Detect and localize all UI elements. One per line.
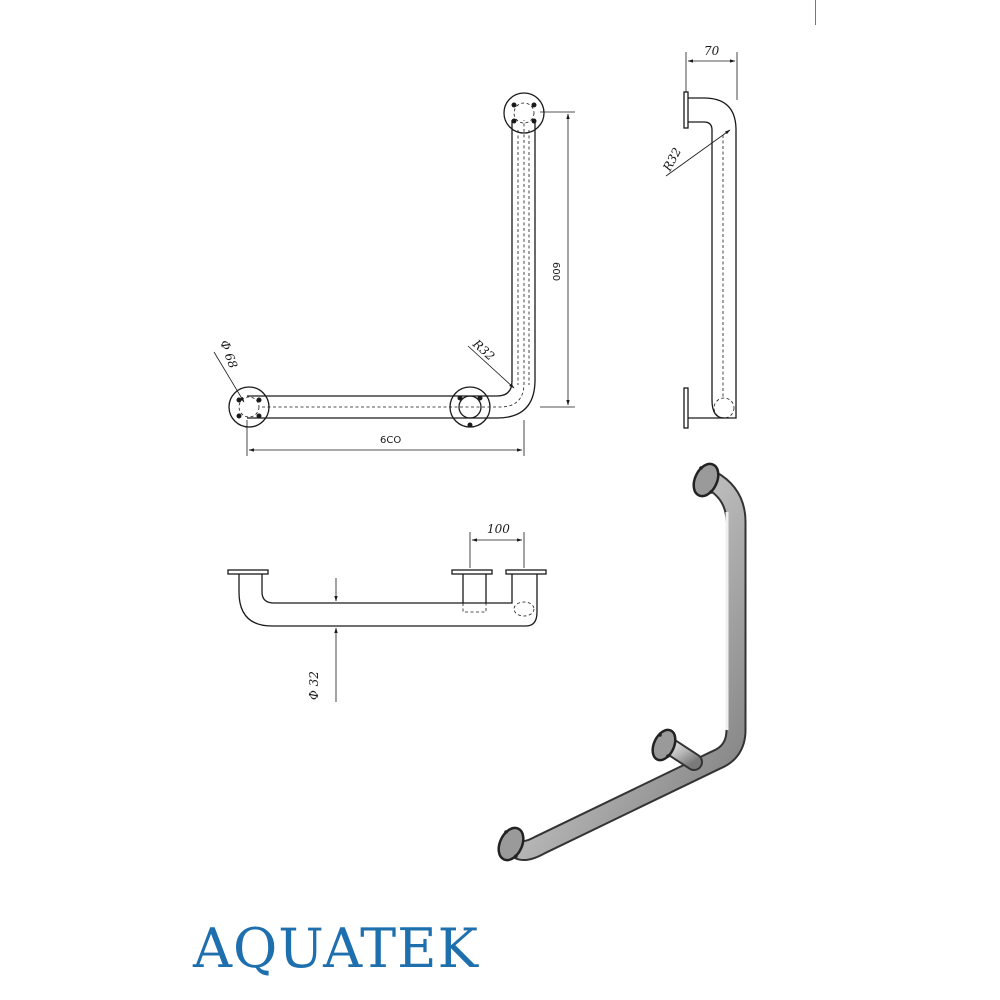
front-bend-radius-label: R32 bbox=[469, 336, 497, 363]
corner-mark bbox=[815, 0, 816, 25]
side-bend-radius-leader: R32 bbox=[660, 129, 731, 177]
front-flange-top bbox=[503, 92, 545, 134]
top-flange-right bbox=[505, 569, 547, 575]
front-height-dimension: 600 bbox=[540, 111, 575, 408]
front-height-label: 600 bbox=[550, 262, 561, 281]
front-flange-middle bbox=[449, 386, 491, 428]
front-view: 6CO 600 Φ 68 R32 bbox=[213, 92, 575, 456]
side-depth-dimension: 70 bbox=[685, 44, 738, 100]
side-tube bbox=[688, 97, 737, 419]
front-tube-inner bbox=[247, 120, 536, 419]
front-flange-diameter-leader: Φ 68 bbox=[213, 338, 245, 403]
front-bend-radius-leader: R32 bbox=[467, 336, 515, 389]
top-offset-label: 100 bbox=[487, 522, 510, 536]
side-flange-top bbox=[683, 91, 689, 129]
top-flange-middle bbox=[451, 569, 493, 575]
top-tube-diameter-label: Φ 32 bbox=[307, 671, 321, 700]
front-tube-outer bbox=[247, 120, 513, 397]
isometric-render bbox=[497, 462, 747, 862]
front-flange-diameter-label: Φ 68 bbox=[217, 338, 240, 370]
render-flange-middle bbox=[651, 728, 677, 762]
render-flange-top bbox=[692, 462, 720, 498]
top-offset-dimension: 100 bbox=[469, 522, 525, 568]
top-view: 100 Φ 32 bbox=[227, 522, 547, 702]
side-bend-radius-label: R32 bbox=[660, 145, 684, 174]
render-flange-bottom bbox=[497, 826, 525, 862]
side-view: 70 R32 bbox=[660, 44, 738, 429]
brand-logo: AQUATEK bbox=[193, 917, 479, 980]
top-flange-left bbox=[227, 569, 269, 575]
front-flange-left bbox=[228, 386, 270, 428]
side-depth-label: 70 bbox=[704, 44, 720, 58]
front-width-dimension: 6CO bbox=[246, 420, 525, 456]
top-tube-diameter-dimension: Φ 32 bbox=[307, 578, 338, 702]
side-flange-bottom bbox=[683, 387, 689, 429]
front-width-label: 6CO bbox=[380, 435, 401, 446]
